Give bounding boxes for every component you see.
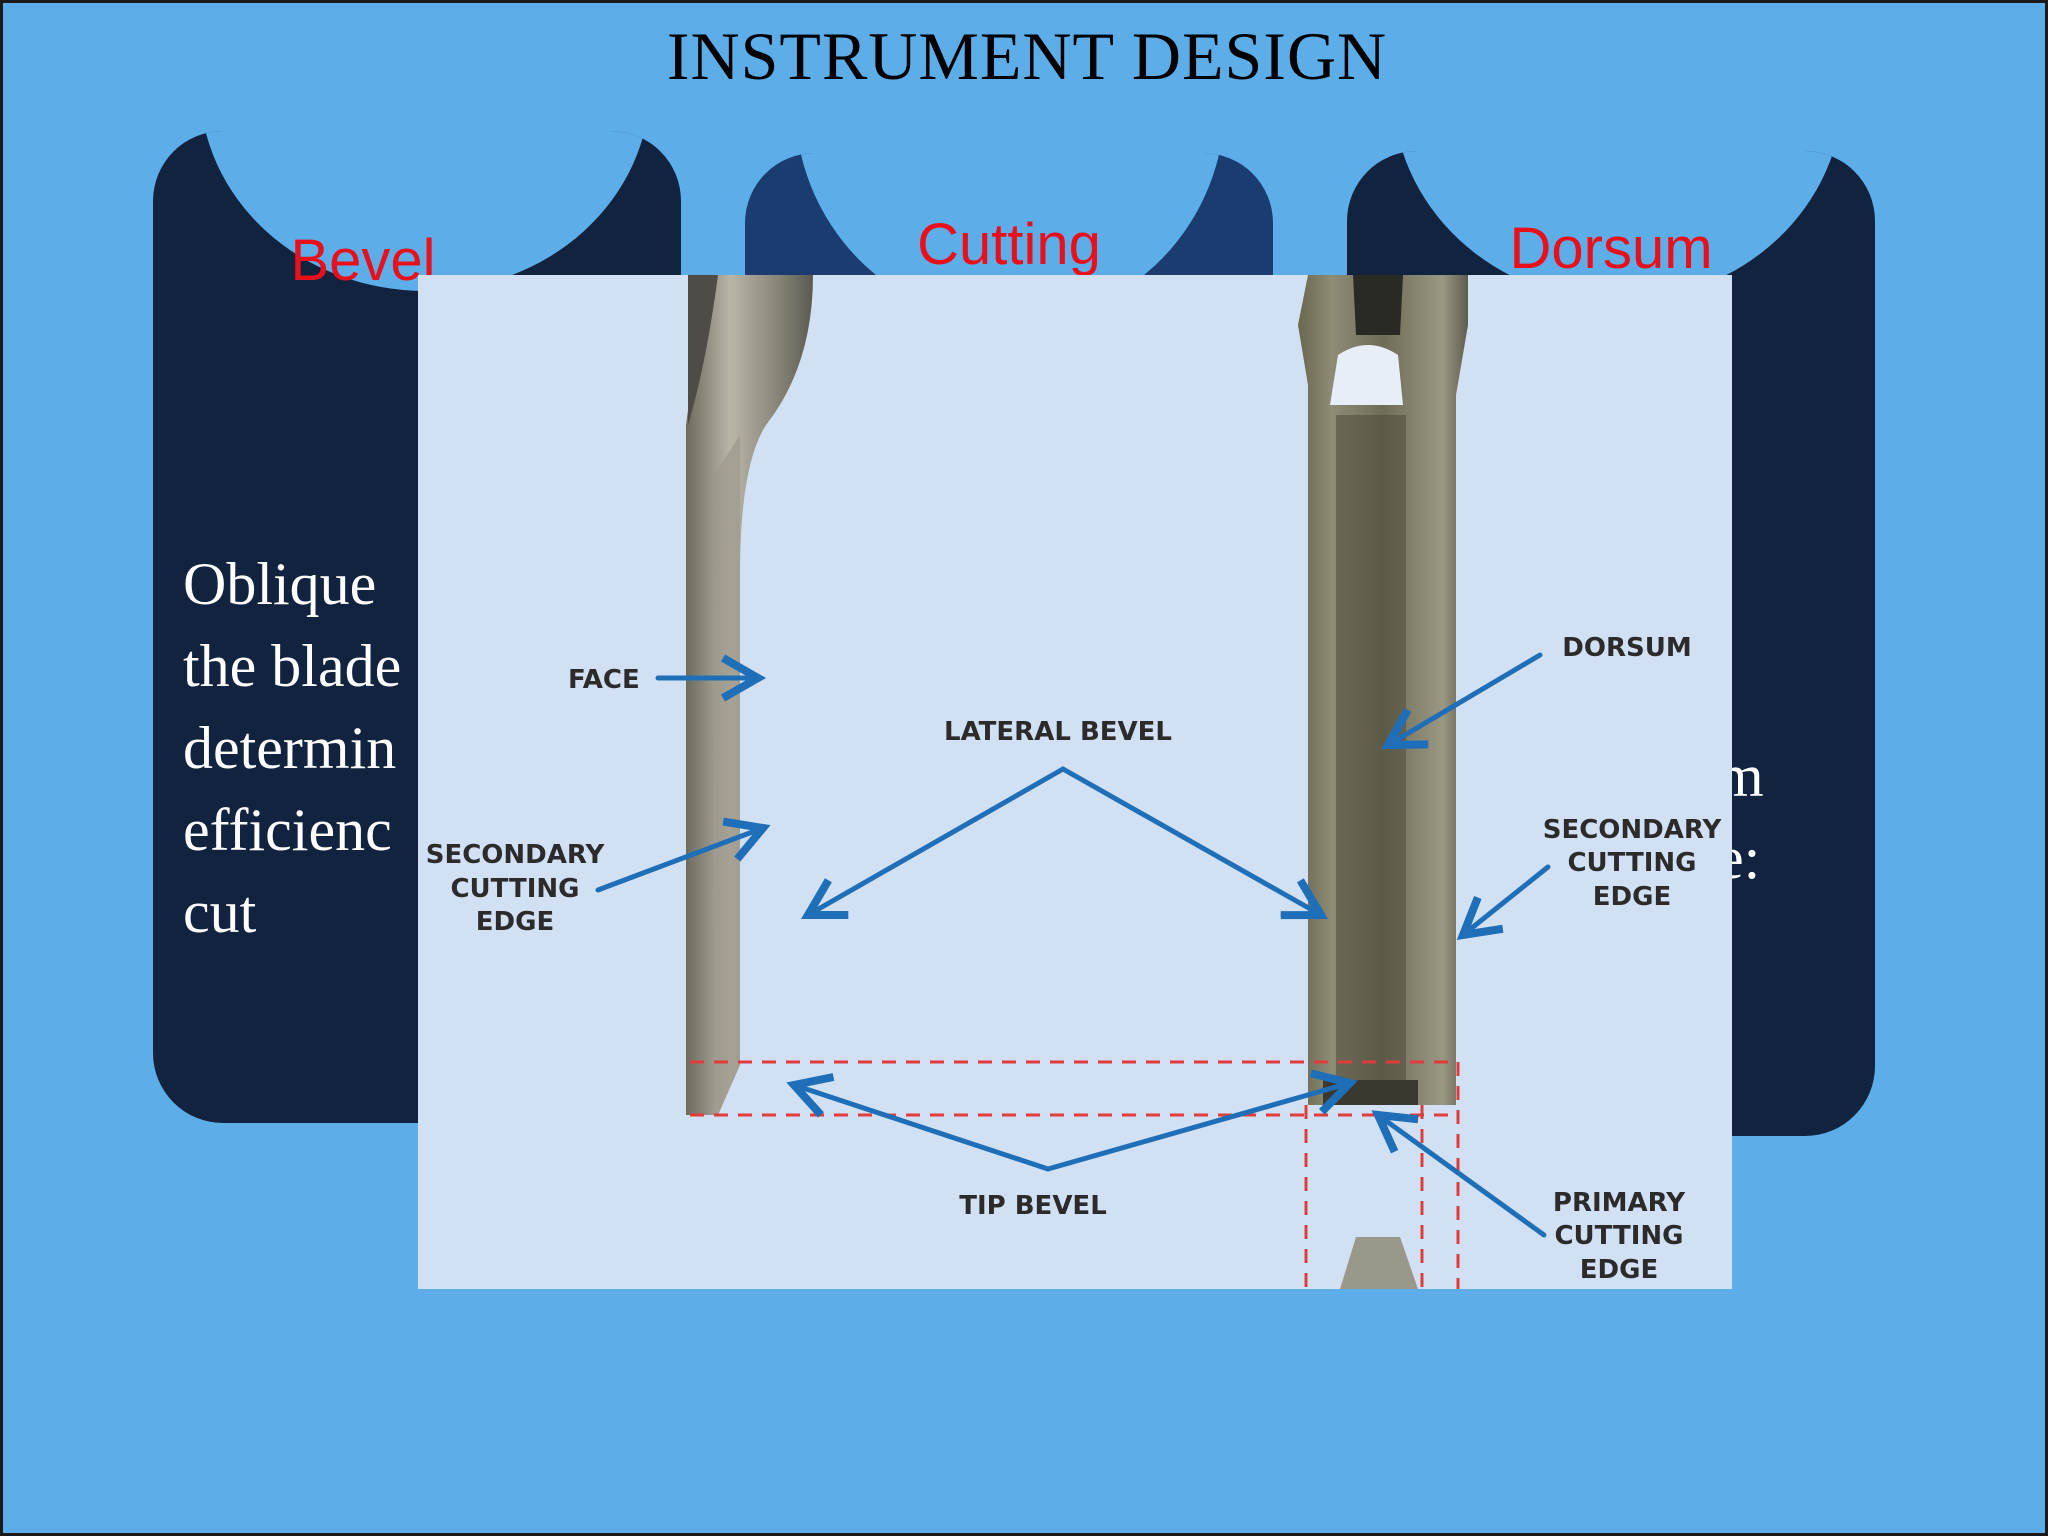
- bevel-heading: Bevel: [290, 228, 436, 293]
- secondary-left-arrow: [595, 817, 771, 893]
- annotation-arrows: [595, 652, 1551, 1238]
- secondary-right-label-1: SECONDARY: [1543, 815, 1723, 845]
- tip-cross-section: [1340, 1237, 1418, 1289]
- tip-left-arrow: [786, 1073, 1051, 1172]
- lateral-right-arrow: [1060, 766, 1329, 920]
- instrument-diagram: FACE LATERAL BEVEL DORSUM SECONDARY CUTT…: [418, 275, 1732, 1289]
- dorsum-label: DORSUM: [1562, 633, 1691, 663]
- lateral-bevel-label: LATERAL BEVEL: [944, 717, 1172, 747]
- secondary-right-label-3: EDGE: [1593, 882, 1671, 912]
- face-label: FACE: [568, 665, 640, 695]
- secondary-left-label-3: EDGE: [476, 907, 554, 937]
- secondary-right-arrow: [1456, 864, 1551, 941]
- lateral-left-arrow: [801, 766, 1066, 920]
- primary-label-2: CUTTING: [1554, 1221, 1683, 1251]
- left-instrument: [686, 275, 813, 1115]
- dorsum-arrow: [1381, 652, 1543, 750]
- slide-title: INSTRUMENT DESIGN: [666, 18, 1388, 94]
- secondary-right-label-2: CUTTING: [1567, 848, 1696, 878]
- primary-arrow: [1371, 1110, 1547, 1238]
- secondary-left-label-2: CUTTING: [450, 874, 579, 904]
- tip-bevel-label: TIP BEVEL: [959, 1191, 1107, 1221]
- primary-label-3: EDGE: [1580, 1255, 1658, 1285]
- right-instrument: [1298, 275, 1468, 1105]
- primary-label-1: PRIMARY: [1553, 1188, 1686, 1218]
- secondary-left-label-1: SECONDARY: [426, 840, 606, 870]
- dorsum-heading: Dorsum: [1509, 216, 1713, 281]
- instrument-diagram-svg: FACE LATERAL BEVEL DORSUM SECONDARY CUTT…: [426, 275, 1723, 1289]
- cutting-heading: Cutting: [917, 212, 1101, 277]
- bevel-description: Oblique the blade determin efficienc cut: [183, 551, 402, 945]
- tip-right-arrow: [1045, 1069, 1358, 1172]
